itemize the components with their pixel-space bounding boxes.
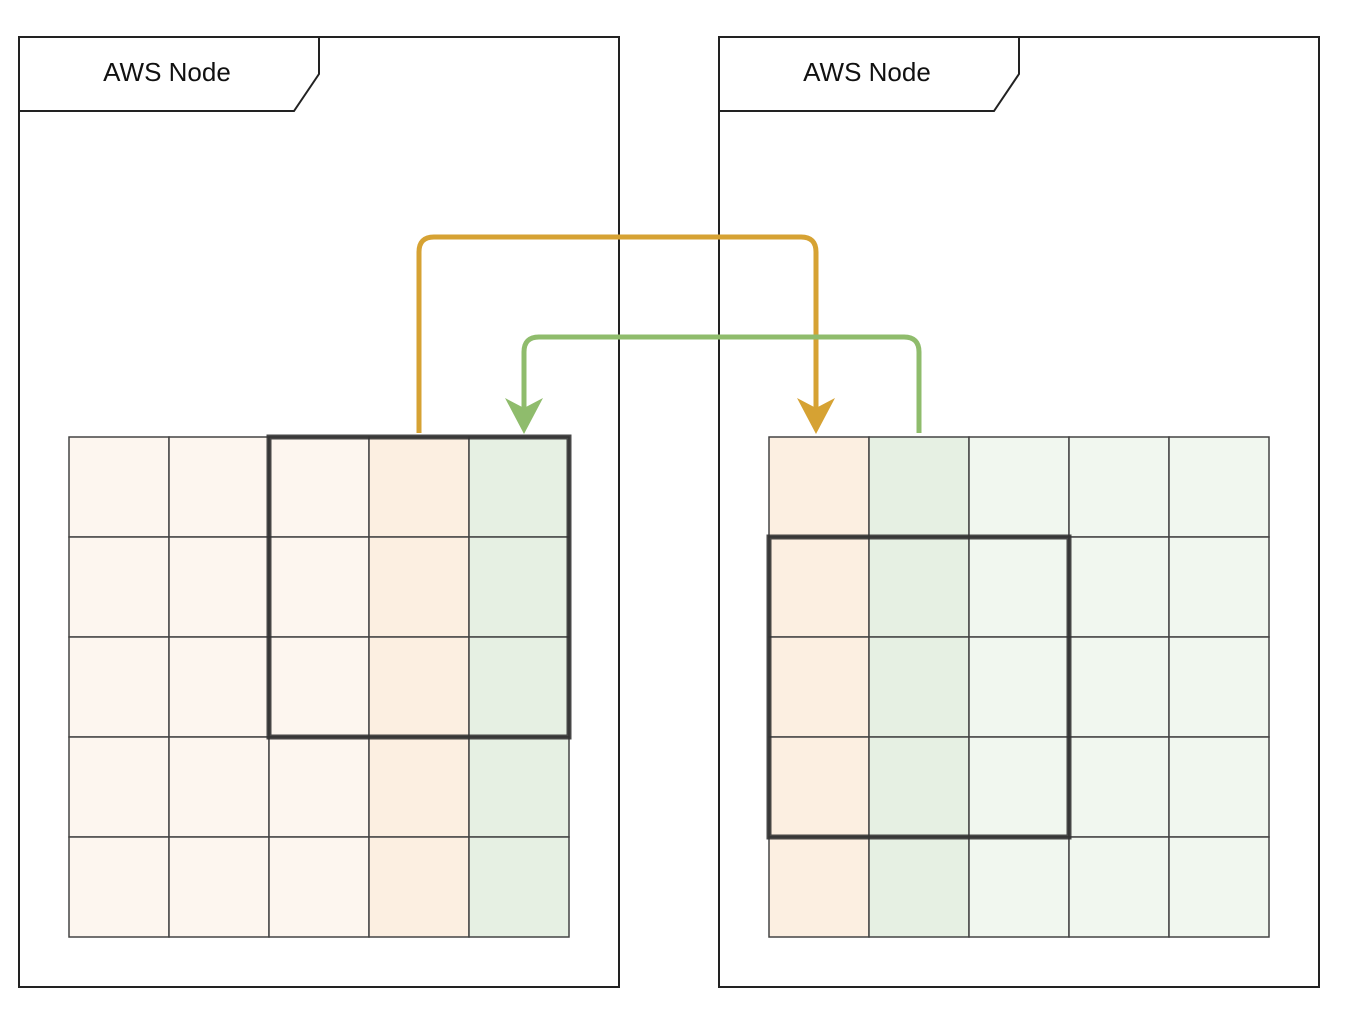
grid-cell bbox=[368, 536, 470, 638]
grid-cell bbox=[268, 736, 370, 838]
grid-cell bbox=[168, 436, 270, 538]
grid-cell bbox=[268, 636, 370, 738]
grid-cell bbox=[1068, 436, 1170, 538]
grid-cell bbox=[1068, 836, 1170, 938]
grid-cell bbox=[868, 436, 970, 538]
grid-cell bbox=[268, 436, 370, 538]
grid-cell bbox=[268, 836, 370, 938]
grid-cell bbox=[68, 436, 170, 538]
grid-cell bbox=[68, 836, 170, 938]
aws-node-left: AWS Node bbox=[18, 36, 620, 988]
orange-arrowhead-icon bbox=[797, 398, 835, 434]
grid-cell bbox=[468, 836, 570, 938]
grid-cell bbox=[1168, 636, 1270, 738]
grid-cell bbox=[968, 736, 1070, 838]
grid-cell bbox=[768, 636, 870, 738]
grid-cell bbox=[1168, 836, 1270, 938]
grid-cell bbox=[1068, 636, 1170, 738]
grid-cell bbox=[768, 536, 870, 638]
green-arrowhead-icon bbox=[505, 398, 543, 434]
grid-cell bbox=[168, 736, 270, 838]
green-exchange-arrow bbox=[505, 334, 922, 434]
grid-cell bbox=[68, 636, 170, 738]
grid-cell bbox=[968, 636, 1070, 738]
grid-cell bbox=[268, 536, 370, 638]
highlight-window bbox=[766, 534, 1072, 840]
node-label-tab bbox=[18, 36, 320, 112]
grid-cell bbox=[868, 536, 970, 638]
grid-cell bbox=[868, 736, 970, 838]
grid-cell bbox=[368, 736, 470, 838]
grid-cell bbox=[468, 736, 570, 838]
node-label: AWS Node bbox=[803, 57, 931, 87]
green-arrow-line bbox=[521, 334, 922, 433]
highlight-window bbox=[266, 434, 572, 740]
aws-node-right: AWS Node bbox=[718, 36, 1320, 988]
orange-arrow-line bbox=[416, 234, 819, 433]
grid-cell bbox=[768, 836, 870, 938]
grid-cell bbox=[368, 436, 470, 538]
grid-cell bbox=[968, 536, 1070, 638]
grid-cell bbox=[368, 636, 470, 738]
grid-cell bbox=[368, 836, 470, 938]
grid-cell bbox=[868, 636, 970, 738]
grid-cell bbox=[468, 636, 570, 738]
grid-cell bbox=[168, 536, 270, 638]
orange-exchange-arrow bbox=[416, 234, 835, 434]
grid-cell bbox=[968, 436, 1070, 538]
grid-cell bbox=[768, 736, 870, 838]
grid-cell bbox=[1168, 536, 1270, 638]
grid-cell bbox=[468, 436, 570, 538]
grid-cell bbox=[468, 536, 570, 638]
grid-cell bbox=[168, 636, 270, 738]
data-grid bbox=[68, 436, 570, 938]
grid-cell bbox=[1068, 536, 1170, 638]
grid-cell bbox=[868, 836, 970, 938]
data-grid bbox=[768, 436, 1270, 938]
node-label: AWS Node bbox=[103, 57, 231, 87]
grid-cell bbox=[1168, 436, 1270, 538]
grid-cell bbox=[1168, 736, 1270, 838]
grid-cell bbox=[1068, 736, 1170, 838]
grid-cell bbox=[68, 736, 170, 838]
grid-cell bbox=[68, 536, 170, 638]
grid-cell bbox=[168, 836, 270, 938]
grid-cell bbox=[768, 436, 870, 538]
node-label-tab bbox=[718, 36, 1020, 112]
grid-cell bbox=[968, 836, 1070, 938]
